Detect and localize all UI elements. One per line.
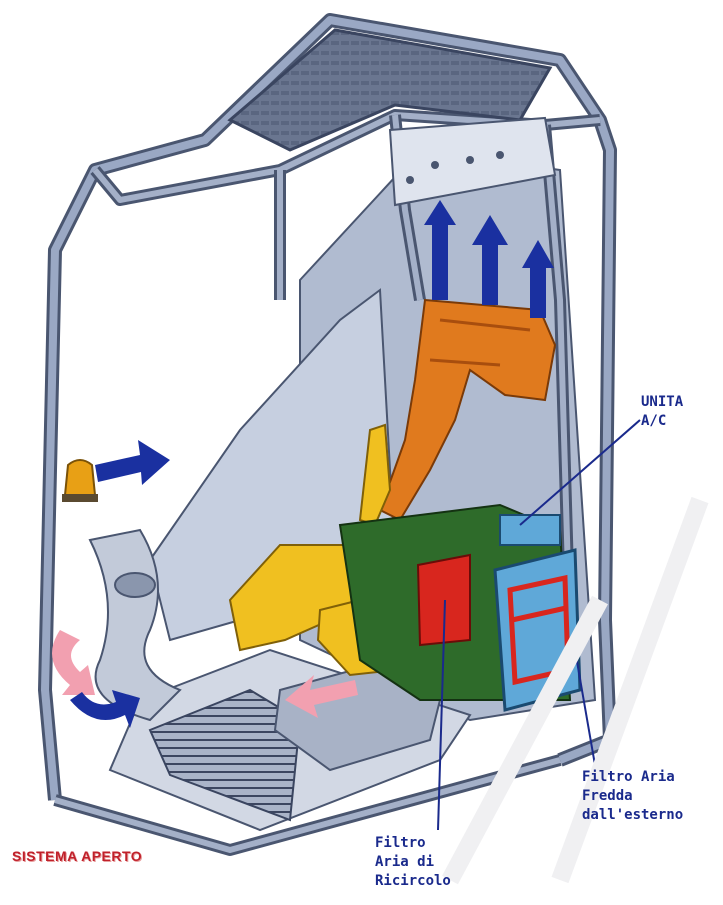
airflow-arrow-circulation-pink [52,630,95,695]
airflow-arrow-right [95,440,170,485]
leader-filtro-fredda [574,649,596,766]
floor-grate [148,688,302,822]
yellow-air-duct-vertical [358,423,392,527]
external-air-filter [493,548,582,712]
label-external-air-filter: Filtro Aria Fredda dall'esterno [582,769,684,823]
airflow-arrow-up-1 [424,200,456,300]
label-ac-unit: UNITA A/C [641,394,684,429]
airflow-arrow-circulation-blue [70,690,140,728]
airflow-arrow-up-3 [522,240,554,318]
airflow-arrow-up-2 [472,215,508,305]
callout-leader-lines [437,419,641,831]
orange-air-duct [378,298,557,522]
airflow-up-arrows [424,200,554,318]
amber-beacon-icon [62,459,98,502]
leader-filtro-ricircolo [437,599,446,831]
label-open-system: SISTEMA APERTO [12,848,143,864]
airflow-arrow-pink [285,675,358,718]
watermark-strokes [442,496,709,885]
label-recirculation-filter: Filtro Aria di Ricircolo [375,835,451,889]
front-duct [88,528,182,722]
leader-unita [519,419,641,526]
